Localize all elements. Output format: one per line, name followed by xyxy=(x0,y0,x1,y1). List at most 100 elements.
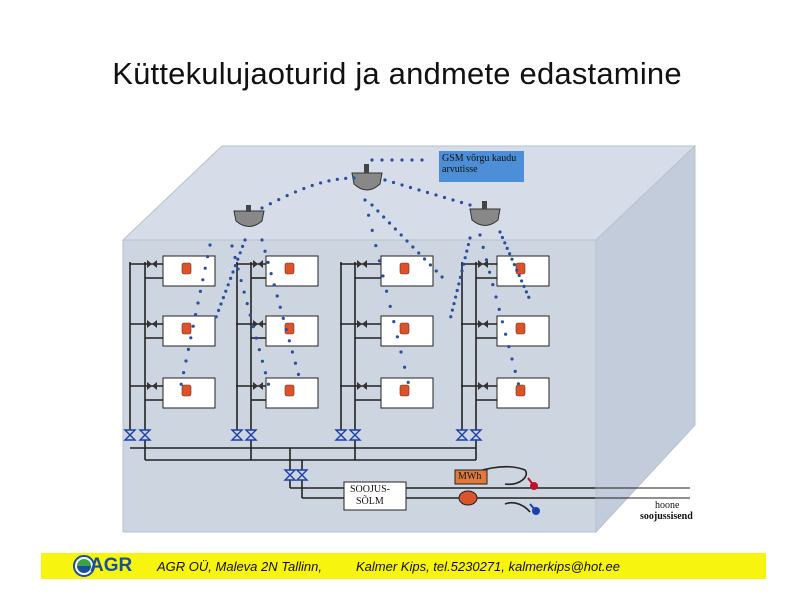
signal-dot xyxy=(370,203,374,207)
heat-cost-allocator xyxy=(284,262,295,275)
signal-dot xyxy=(335,177,339,181)
signal-dot xyxy=(201,278,205,282)
signal-dot xyxy=(370,158,374,162)
signal-dot xyxy=(221,296,225,300)
agr-logo-icon xyxy=(73,555,95,577)
signal-dot xyxy=(263,249,267,253)
antenna-right xyxy=(469,201,501,226)
signal-dot xyxy=(241,244,245,248)
signal-dot xyxy=(370,228,374,232)
signal-dot xyxy=(504,332,508,336)
signal-dot xyxy=(381,274,385,278)
heat-node-box xyxy=(343,481,407,511)
signal-dot xyxy=(263,371,268,375)
signal-dot xyxy=(243,238,247,242)
signal-dot xyxy=(395,335,399,339)
signal-dot xyxy=(284,328,288,332)
radiator-valve xyxy=(147,320,157,328)
signal-dot xyxy=(383,178,387,182)
signal-dot xyxy=(463,256,467,260)
energy-meter xyxy=(454,469,488,485)
signal-dot xyxy=(290,350,294,354)
signal-dot xyxy=(399,350,403,354)
signal-dot xyxy=(512,263,517,267)
signal-dot xyxy=(385,289,389,293)
signal-dot xyxy=(382,215,386,219)
signal-dot xyxy=(266,260,270,264)
footer-bar xyxy=(41,553,766,579)
signal-dot xyxy=(494,295,498,299)
signal-dot xyxy=(392,320,396,324)
signal-dot xyxy=(428,263,432,267)
antenna-left xyxy=(233,205,265,227)
signal-dot xyxy=(462,262,466,266)
signal-dot xyxy=(498,230,502,234)
signal-dot xyxy=(527,295,531,299)
signal-dot xyxy=(196,301,200,305)
signal-dot xyxy=(278,305,282,309)
signal-dot xyxy=(293,361,298,365)
signal-dot xyxy=(403,365,407,369)
signal-dot xyxy=(272,283,276,287)
signal-dot xyxy=(390,158,394,162)
riser-valve xyxy=(455,429,469,441)
signal-dot xyxy=(260,238,264,242)
signal-dot xyxy=(505,246,509,250)
riser-valve xyxy=(138,429,152,441)
signal-dot xyxy=(380,158,384,162)
antenna-center xyxy=(351,164,383,191)
signal-dot xyxy=(466,242,470,247)
signal-dot xyxy=(191,324,195,328)
signal-dot xyxy=(513,369,517,373)
signal-dot xyxy=(497,307,501,311)
signal-dot xyxy=(420,158,424,162)
signal-dot xyxy=(460,269,464,273)
signal-dot xyxy=(224,289,228,293)
signal-dot xyxy=(268,202,272,206)
riser-valve xyxy=(348,429,362,441)
signal-dot xyxy=(251,325,255,329)
signal-dot xyxy=(455,288,459,293)
signal-dot xyxy=(376,209,380,213)
signal-dot xyxy=(400,183,404,187)
signal-dot xyxy=(388,304,392,308)
signal-dot xyxy=(214,315,218,319)
radiator-valve xyxy=(357,382,367,390)
radiator-valve xyxy=(357,320,367,328)
signal-dot xyxy=(400,158,404,162)
signal-dot xyxy=(500,235,504,240)
signal-dot xyxy=(503,241,507,245)
signal-dot xyxy=(450,308,454,312)
signal-dot xyxy=(367,213,371,217)
signal-dot xyxy=(269,272,273,276)
signal-dot xyxy=(510,357,514,361)
signal-dot xyxy=(434,269,438,273)
signal-dot xyxy=(457,282,461,286)
signal-dot xyxy=(484,258,488,262)
heat-node-label-2: SÕLM xyxy=(356,496,384,507)
heat-node-label-1: SOOJUS- xyxy=(350,484,391,495)
signal-dot xyxy=(189,336,193,340)
signal-dot xyxy=(481,245,485,249)
heat-cost-allocator xyxy=(399,262,410,275)
signal-dot xyxy=(281,316,285,320)
signal-dot xyxy=(459,200,464,205)
signal-dot xyxy=(517,273,521,278)
signal-dot xyxy=(327,179,331,183)
signal-dot xyxy=(374,244,378,248)
signal-dot xyxy=(510,257,514,261)
signal-dot xyxy=(257,348,261,352)
building-label-1: hoone xyxy=(655,500,680,511)
signal-dot xyxy=(302,186,306,191)
signal-dot xyxy=(236,267,240,271)
signal-dot xyxy=(208,243,212,247)
footer-company: AGR OÜ, Maleva 2N Tallinn, xyxy=(157,559,322,574)
radiator-valve xyxy=(147,382,157,390)
signal-dot xyxy=(507,345,511,349)
signal-dot xyxy=(260,359,264,363)
signal-dot xyxy=(520,279,524,283)
signal-dot xyxy=(194,313,198,317)
main-valve xyxy=(283,469,297,481)
heat-cost-allocator xyxy=(515,322,526,335)
